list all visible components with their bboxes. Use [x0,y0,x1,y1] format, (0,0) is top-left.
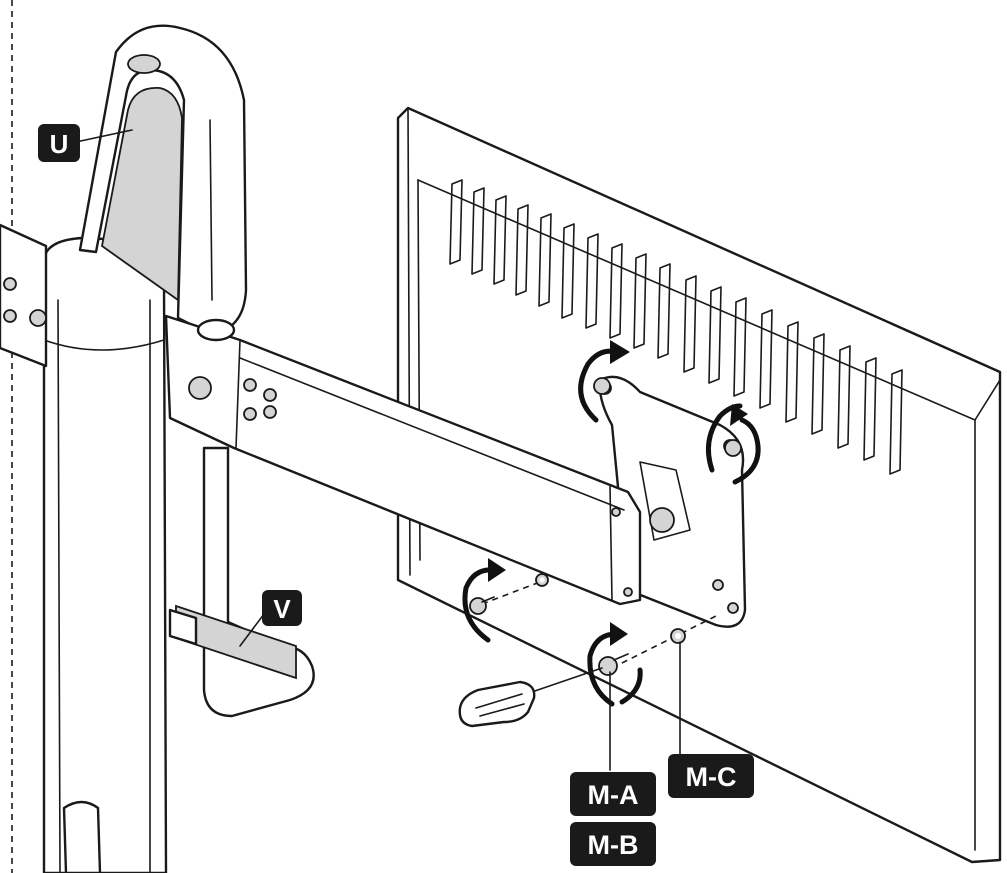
cable-loop [168,446,315,718]
screw-icon [724,439,742,457]
extension-arm [164,314,642,606]
leader-line-v [239,613,265,647]
washer-icon [670,628,686,644]
screw-icon [598,653,629,676]
label-u: U [38,124,80,162]
label-mc-text: M-C [686,762,737,792]
rotate-clockwise-arrow-icon [462,558,506,643]
label-ma: M-A [570,772,656,816]
carry-handle [78,24,248,336]
screw-guides [481,581,721,669]
label-mb: M-B [570,822,656,866]
left-arm-stub [0,223,48,368]
screws [469,377,742,676]
label-mb-text: M-B [588,830,639,860]
monitor-vents [449,179,903,475]
screw-icon [593,377,611,395]
screw-icon [469,596,495,615]
support-pole [42,236,168,873]
label-v: V [262,590,302,626]
rotate-clockwise-arrow-icon [705,403,761,485]
rotate-clockwise-arrow-icon [578,340,630,423]
screwdriver-icon [458,667,603,728]
label-u-text: U [50,129,69,159]
label-ma-text: M-A [588,780,639,810]
label-mc: M-C [668,754,754,798]
washer-icon [535,573,549,587]
label-v-text: V [273,594,291,624]
rotate-clockwise-arrow-icon [587,622,643,707]
leader-line-u [75,129,133,143]
